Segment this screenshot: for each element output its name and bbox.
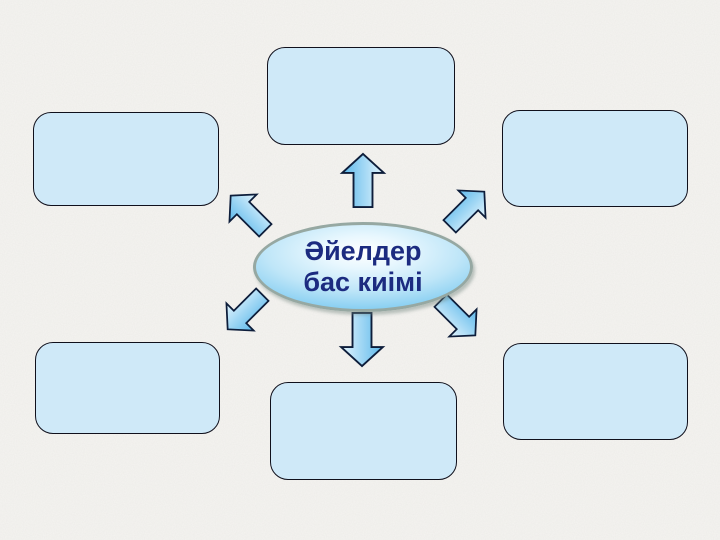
center-topic-line1: Әйелдер xyxy=(304,236,422,266)
arrow-up-right-icon xyxy=(442,189,487,234)
arrow-down-icon xyxy=(338,312,386,368)
topic-box-top-left xyxy=(33,112,219,206)
topic-box-top-center xyxy=(267,47,455,145)
topic-box-bottom-center xyxy=(270,382,457,480)
topic-box-bottom-right xyxy=(503,343,688,440)
arrow-down-left-icon xyxy=(225,287,270,332)
arrow-up-left-icon xyxy=(228,193,273,238)
arrow-down-right-icon xyxy=(433,293,478,338)
center-topic-ellipse: Әйелдер бас киімі xyxy=(253,222,473,312)
center-topic-line2: бас киімі xyxy=(303,267,423,297)
arrow-up-icon xyxy=(339,152,387,208)
topic-box-bottom-left xyxy=(35,342,220,434)
topic-box-top-right xyxy=(502,110,688,207)
